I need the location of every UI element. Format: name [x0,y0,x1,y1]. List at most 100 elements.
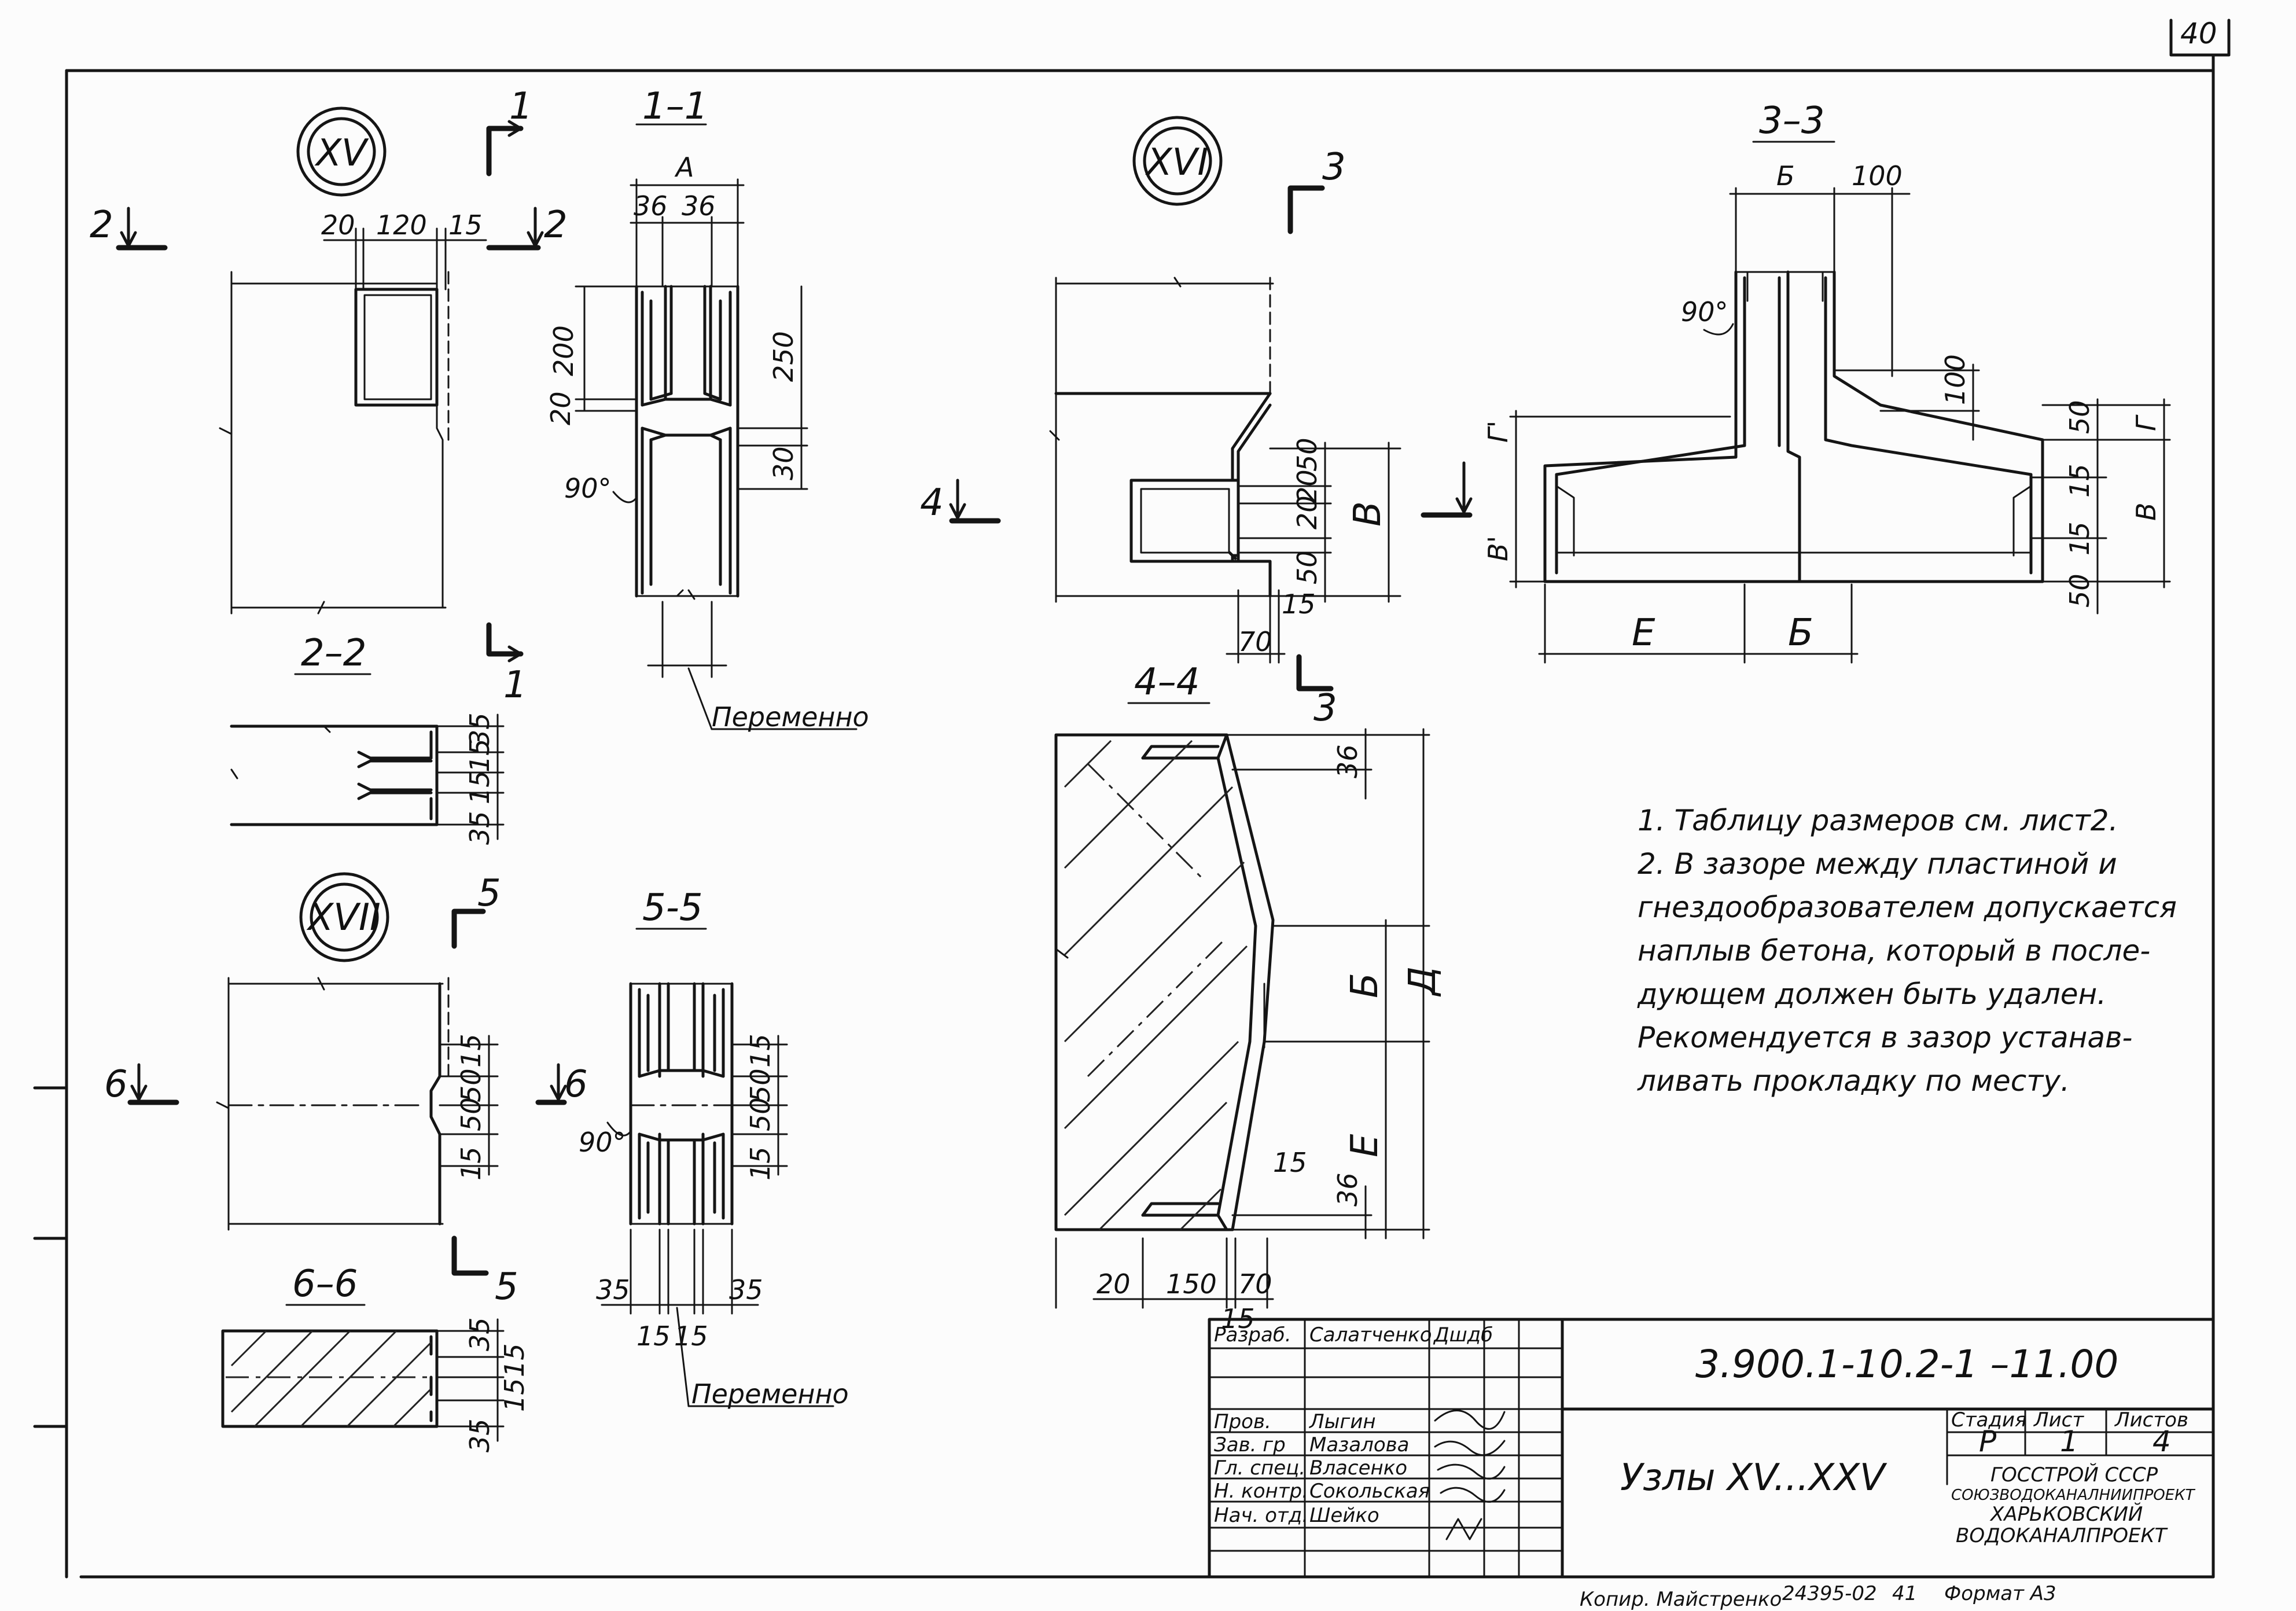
svg-text:90°: 90° [1681,296,1728,328]
section-5-5-view [629,982,734,1226]
section-3-3-dims: Б 100 90° 100 Г' В' 50 Г 15 В 15 50 Е Б [1482,160,2171,664]
svg-text:15: 15 [464,770,495,804]
svg-text:150: 150 [1166,1268,1217,1300]
svg-text:15: 15 [455,1033,487,1068]
section-3-3-title: 3–3 [1759,100,1824,142]
tb-name-0: Салатченко [1309,1323,1432,1347]
svg-text:50: 50 [1292,437,1323,472]
svg-text:В: В [2131,502,2162,521]
svg-text:36: 36 [1332,744,1363,778]
footer-order: 24395-02 [1782,1582,1877,1605]
tb-sheet-label: Лист [2033,1408,2084,1432]
footer-format: Формат А3 [1944,1582,2056,1605]
svg-text:15: 15 [745,1033,776,1068]
section-6-6-view [221,1329,439,1428]
section-mark-6-right: 6 [535,1063,588,1106]
svg-text:15: 15 [1282,589,1316,620]
note-line-7: ливать прокладку по месту. [1637,1064,2070,1098]
tb-role-3: Гл. спец. [1214,1456,1305,1480]
leader-alternately-2: Переменно [691,1378,849,1410]
section-mark-1-bottom: 1 [486,622,527,707]
svg-text:Е: Е [1344,1134,1386,1157]
node-xv-marker: XV [296,106,387,197]
section-1-1-dims: A 36 36 200 20 250 30 90° Переменно [545,152,869,733]
svg-text:3: 3 [1313,687,1337,730]
svg-text:35: 35 [729,1274,763,1305]
section-2-2-dims: 35 15 15 35 [436,712,505,845]
title-block [1208,1318,2215,1579]
svg-text:В': В' [1482,536,1514,561]
note-line-5: дующем должен быть удален. [1637,977,2106,1011]
svg-text:15: 15 [636,1321,671,1352]
section-6-6-dims: 35 15 15 35 [436,1317,530,1452]
svg-text:4: 4 [920,481,944,524]
svg-text:1: 1 [509,85,533,128]
tb-name-4: Сокольская [1309,1480,1430,1503]
svg-text:50: 50 [455,1068,487,1102]
svg-text:90°: 90° [564,473,612,504]
section-4-4-view [1054,733,1275,1231]
xvi-dims: 50 20 20 50 В 15 70 [1226,437,1401,664]
sheet-number: 40 [2180,17,2217,50]
svg-text:5: 5 [477,872,501,915]
section-5-5-title: 5-5 [642,887,703,929]
svg-text:100: 100 [1940,354,1971,405]
tb-stage-label: Стадия [1951,1408,2026,1432]
tb-role-1: Пров. [1214,1410,1271,1433]
svg-text:50: 50 [2064,573,2095,608]
svg-text:15: 15 [745,1146,776,1180]
note-line-3: гнездообразователем допускается [1638,891,2177,924]
svg-text:3: 3 [1322,146,1346,189]
svg-text:20: 20 [1292,469,1323,503]
svg-text:6: 6 [104,1063,128,1106]
svg-text:20: 20 [1292,495,1323,529]
node-xvii-label: XVII [306,896,380,939]
svg-text:100: 100 [1852,160,1903,192]
note-line-6: Рекомендуется в зазор устанав- [1638,1021,2132,1054]
footer-copied: Копир. Майстренко [1580,1588,1782,1611]
note-line-4: наплыв бетона, который в после- [1638,934,2150,968]
tb-org-2: СОЮЗВОДОКАНАЛНИИПРОЕКТ [1951,1487,2196,1504]
section-mark-6-left: 6 [104,1063,179,1106]
svg-text:15: 15 [2064,521,2095,556]
section-2-2-view [230,724,439,826]
section-mark-3-bottom: 3 [1296,654,1337,730]
doc-code: 3.900.1-10.2-1 –11.00 [1695,1342,2118,1386]
svg-text:200: 200 [548,325,579,376]
tb-name-3: Власенко [1309,1456,1407,1480]
tb-name-5: Шейко [1309,1504,1379,1527]
xv-plan-view [219,271,450,615]
leader-alternately-1: Переменно [712,701,869,733]
svg-text:30: 30 [768,446,799,480]
tb-name-1: Лыгин [1308,1410,1376,1433]
tb-stage: Р [1979,1425,1997,1458]
svg-text:36: 36 [1332,1172,1363,1207]
section-4-4-title: 4–4 [1134,661,1199,704]
svg-text:15: 15 [464,738,495,773]
svg-text:Е: Е [1632,612,1655,654]
tb-role-4: Н. контр. [1214,1480,1308,1503]
svg-text:15: 15 [455,1146,487,1180]
section-2-2-title: 2–2 [301,632,366,675]
tb-sheets: 4 [2152,1425,2171,1458]
svg-text:70: 70 [1238,1268,1272,1300]
svg-text:50: 50 [745,1097,776,1131]
section-mark-5-top: 5 [451,872,501,949]
node-xv-label: XV [314,132,369,175]
general-notes: 1. Таблицу размеров см. лист2. 2. В зазо… [1637,804,2177,1098]
section-mark-3-left [1421,461,1473,518]
svg-text:2: 2 [544,204,568,247]
tb-org-4: ВОДОКАНАЛПРОЕКТ [1956,1524,2168,1547]
svg-text:5: 5 [495,1266,518,1308]
svg-text:15: 15 [1273,1147,1307,1178]
svg-text:Б: Б [1788,612,1813,654]
svg-text:6: 6 [564,1063,588,1106]
svg-text:120: 120 [376,209,427,241]
svg-text:50: 50 [2064,400,2095,434]
svg-text:15: 15 [499,1378,530,1412]
section-3-3-view [1543,270,2044,583]
tb-role-5: Нач. отд. [1214,1504,1308,1527]
svg-text:1: 1 [503,664,527,707]
svg-text:20: 20 [321,209,355,241]
svg-text:Б: Б [1344,973,1386,998]
